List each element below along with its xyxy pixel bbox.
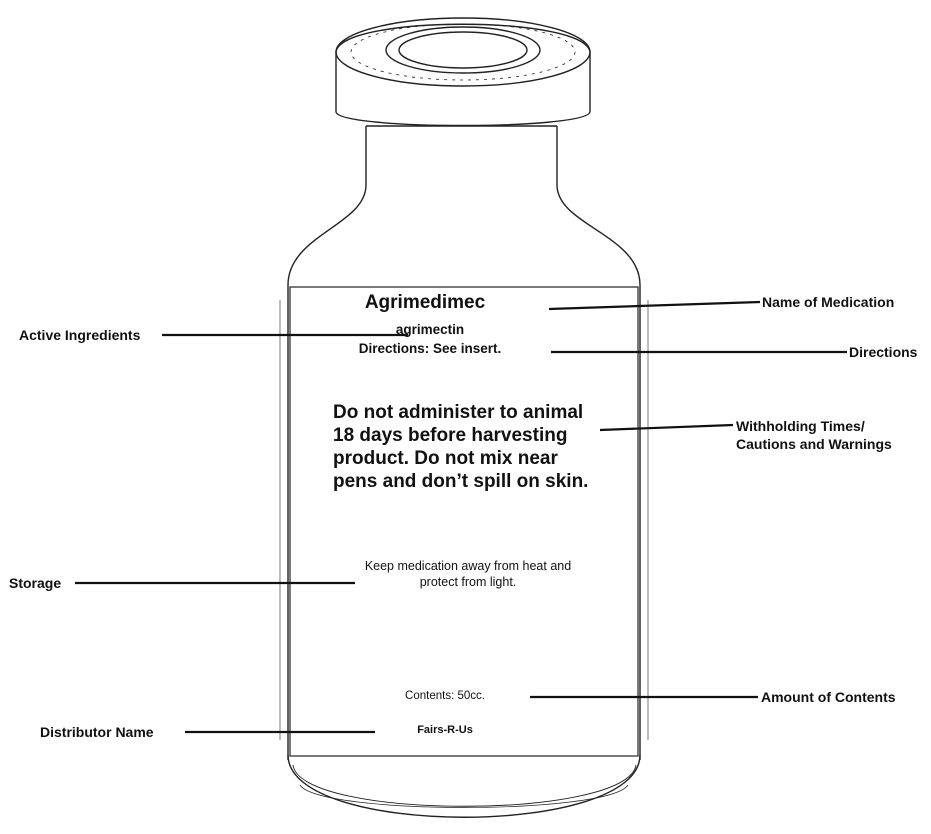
warning-text: Do not administer to animal 18 days befo… [333, 401, 633, 493]
storage-line: Keep medication away from heat and [364, 559, 572, 573]
storage-line: protect from light. [419, 575, 517, 589]
callout-withholding-times: Withholding Times/ Cautions and Warnings [736, 417, 892, 453]
bottle-cap [335, 17, 591, 127]
medication-name: Agrimedimec [364, 292, 486, 313]
warning-line: product. Do not mix near [333, 448, 558, 469]
callout-name-of-medication: Name of Medication [762, 294, 895, 310]
bottle-neck [287, 125, 641, 286]
callout-withholding-line: Withholding Times/ [736, 418, 865, 434]
callout-distributor-name: Distributor Name [40, 724, 154, 740]
leader-name [548, 300, 761, 311]
directions-text: Directions: See insert. [358, 341, 502, 356]
callout-withholding-line: Cautions and Warnings [736, 436, 892, 452]
warning-line: Do not administer to animal [333, 402, 584, 423]
active-ingredient: agrimectin [395, 322, 465, 337]
bottle-body [279, 285, 649, 818]
warning-line: 18 days before harvesting [333, 425, 568, 446]
callout-amount-of-contents: Amount of Contents [761, 689, 896, 705]
leader-withholding [599, 423, 734, 432]
callout-storage: Storage [9, 575, 62, 591]
warning-line: pens and don’t spill on skin. [333, 471, 589, 492]
callout-active-ingredients: Active Ingredients [19, 327, 141, 343]
contents-text: Contents: 50cc. [405, 690, 485, 702]
storage-text: Keep medication away from heat and prote… [318, 558, 618, 590]
callout-directions: Directions [849, 344, 918, 360]
distributor-text: Fairs-R-Us [417, 724, 473, 736]
